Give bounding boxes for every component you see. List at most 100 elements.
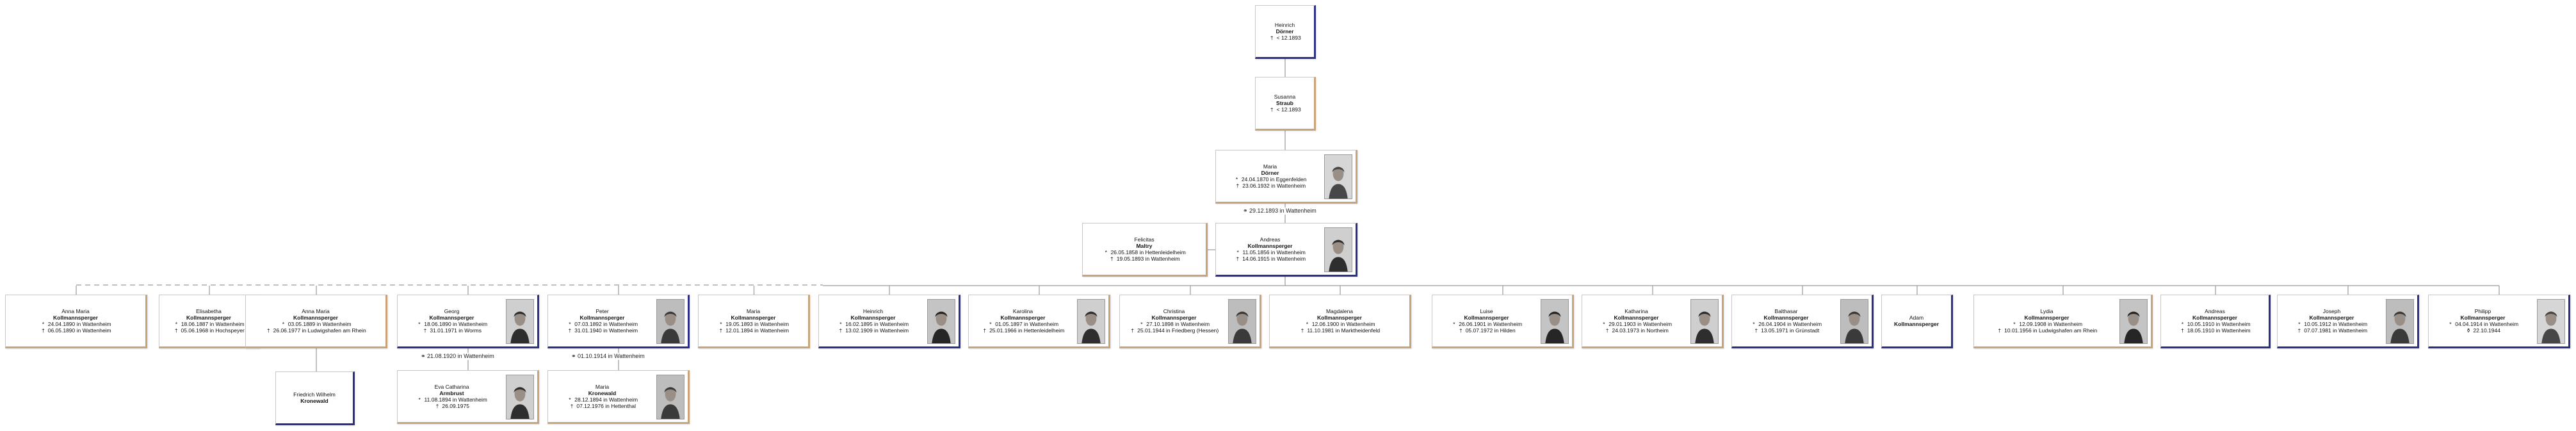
event-text: 14.06.1915 in Wattenheim <box>1240 256 1306 262</box>
death-cross-icon: † <box>435 403 439 409</box>
portrait-photo[interactable] <box>656 299 685 344</box>
portrait-photo[interactable] <box>506 375 534 419</box>
birth-event: * 24.04.1890 in Wattenheim <box>40 321 111 327</box>
given-name: Georg <box>444 308 460 314</box>
portrait-photo[interactable] <box>1541 299 1569 344</box>
death-cross-icon: † <box>983 327 987 334</box>
marriage-label-marriage-peter-maria: ⚭ 01.10.1914 in Wattenheim <box>570 353 646 360</box>
birth-event: * 28.12.1894 in Wattenheim <box>567 396 638 403</box>
event-text: < 12.1893 <box>1275 106 1301 113</box>
death-event: † 05.07.1972 in Hilden <box>1457 327 1516 334</box>
surname: Maltry <box>1136 243 1153 249</box>
death-cross-icon: † <box>1131 327 1135 334</box>
marriage-rings-icon: ⚭ <box>1243 207 1250 214</box>
death-event: † 26.06.1977 in Ludwigshafen am Rhein <box>265 327 366 334</box>
death-event: † 12.01.1894 in Wattenheim <box>718 327 789 334</box>
portrait-photo[interactable] <box>1077 299 1105 344</box>
given-name: Andreas <box>2205 308 2225 314</box>
portrait-photo[interactable] <box>1324 154 1352 199</box>
death-cross-icon: † <box>423 327 427 334</box>
portrait-photo[interactable] <box>2537 299 2565 344</box>
event-text: 12.06.1900 in Wattenheim <box>1310 321 1375 327</box>
surname: Kollmannsperger <box>429 314 474 321</box>
surname: Kollmannsperger <box>2192 314 2237 321</box>
birth-event: * 03.05.1889 in Wattenheim <box>280 321 352 327</box>
portrait-photo[interactable] <box>2119 299 2148 344</box>
birth-event: * 24.04.1870 in Eggenfelden <box>1234 176 1307 183</box>
event-text: 01.05.1897 in Wattenheim <box>993 321 1059 327</box>
portrait-photo[interactable] <box>1690 299 1719 344</box>
event-text: 19.05.1893 in Wattenheim <box>724 321 790 327</box>
event-text: 05.07.1972 in Hilden <box>1464 327 1516 334</box>
marriage-label-marriage-georg-eva: ⚭ 21.08.1920 in Wattenheim <box>419 353 496 360</box>
birth-symbol-icon: * <box>569 321 571 327</box>
given-name: Joseph <box>2322 308 2341 314</box>
event-text: 07.07.1981 in Wattenheim <box>2302 327 2368 334</box>
death-cross-icon: † <box>1754 327 1758 334</box>
death-cross-icon: † <box>41 327 45 334</box>
birth-symbol-icon: * <box>1105 249 1107 256</box>
portrait-photo[interactable] <box>1324 227 1352 272</box>
given-name: Susanna <box>1274 94 1296 100</box>
portrait-photo[interactable] <box>2386 299 2414 344</box>
portrait-photo[interactable] <box>656 375 685 419</box>
death-event: † 06.05.1890 in Wattenheim <box>40 327 111 334</box>
given-name: Lydia <box>2040 308 2054 314</box>
given-name: Andreas <box>1260 236 1281 243</box>
surname: Kronewald <box>588 390 617 396</box>
event-text: 18.05.1910 in Wattenheim <box>2185 327 2251 334</box>
birth-symbol-icon: * <box>175 321 178 327</box>
event-text: 12.09.1908 in Wattenheim <box>2017 321 2083 327</box>
portrait-photo[interactable] <box>1840 299 1868 344</box>
event-text: 24.04.1890 in Wattenheim <box>46 321 111 327</box>
event-text: 03.05.1889 in Wattenheim <box>286 321 352 327</box>
given-name: Katharina <box>1624 308 1648 314</box>
portrait-photo[interactable] <box>1228 299 1256 344</box>
death-cross-icon: † <box>1270 35 1274 41</box>
birth-event: * 16.02.1895 in Wattenheim <box>838 321 909 327</box>
surname: Dörner <box>1261 170 1279 176</box>
event-text: 07.03.1892 in Wattenheim <box>572 321 638 327</box>
birth-symbol-icon: * <box>2298 321 2301 327</box>
death-cross-icon: † <box>1110 256 1114 262</box>
portrait-photo[interactable] <box>506 299 534 344</box>
portrait-photo[interactable] <box>927 299 955 344</box>
birth-event: * 04.04.1914 in Wattenheim <box>2447 321 2518 327</box>
death-event: † 25.01.1944 in Friedberg (Hessen) <box>1130 327 1219 334</box>
surname: Kollmannsperger <box>2309 314 2354 321</box>
surname: Kollmannsperger <box>2024 314 2070 321</box>
birth-event: * 07.03.1892 in Wattenheim <box>567 321 638 327</box>
event-text: 29.01.1903 in Wattenheim <box>1607 321 1673 327</box>
death-event: † 07.07.1981 in Wattenheim <box>2296 327 2367 334</box>
